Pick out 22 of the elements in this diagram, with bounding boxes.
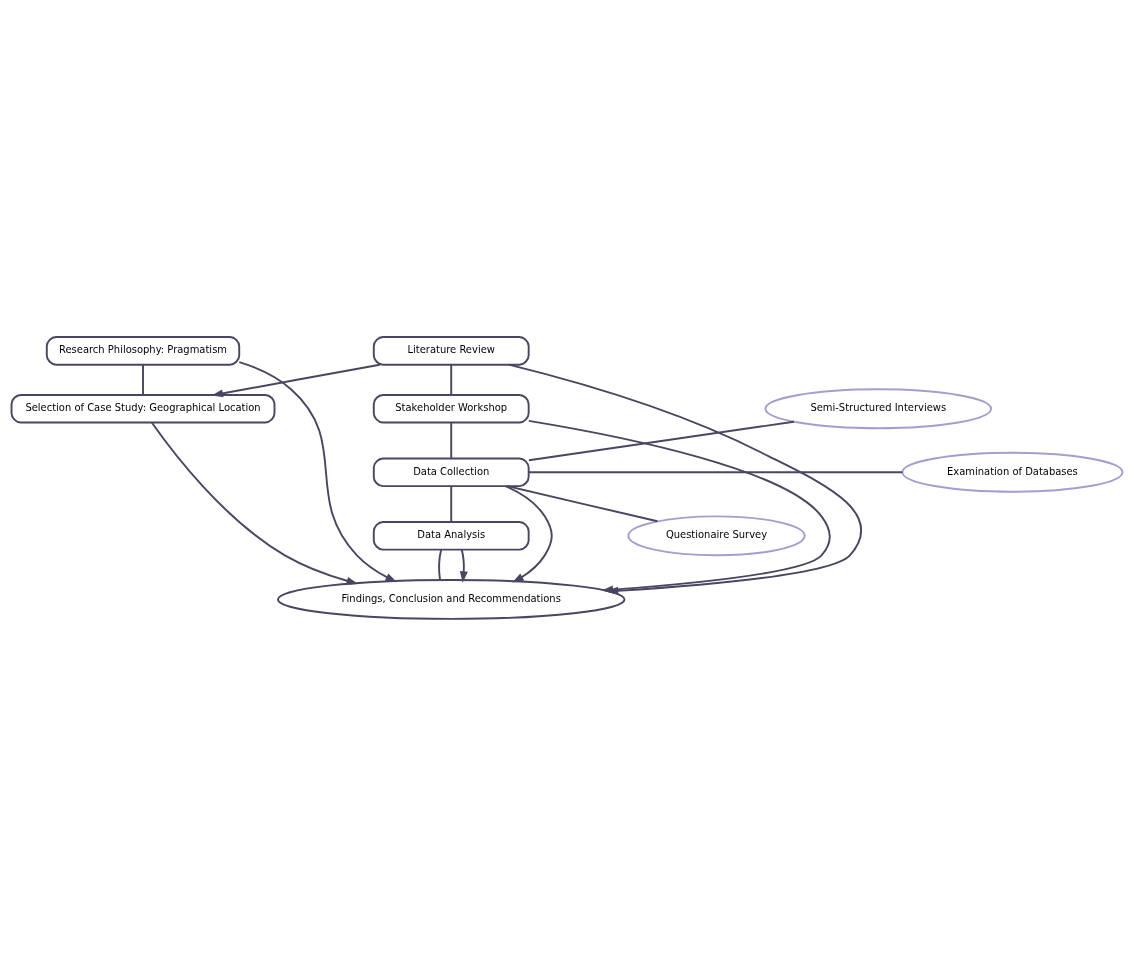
connector <box>450 421 453 460</box>
node-ellipse: Questionaire Survey <box>627 515 806 557</box>
connector <box>142 363 144 396</box>
arrow <box>459 548 468 583</box>
connector <box>527 471 904 474</box>
node-box: Data Analysis <box>372 521 530 551</box>
connector <box>450 363 453 396</box>
node-box: Research Philosophy: Pragmatism <box>45 336 241 366</box>
connector <box>438 548 443 581</box>
node-box: Data Collection <box>372 457 530 488</box>
node-ellipse: Semi-Structured Interviews <box>764 388 993 430</box>
arrow <box>151 421 359 585</box>
connector <box>450 485 453 523</box>
node-box: Selection of Case Study: Geographical Location <box>10 393 276 424</box>
connector <box>528 420 795 462</box>
arrow <box>238 361 397 583</box>
node-ellipse: Examination of Databases <box>901 451 1124 493</box>
connector <box>506 485 659 523</box>
arrow <box>504 485 553 583</box>
arrow <box>211 363 381 398</box>
node-box: Stakeholder Workshop <box>372 393 530 424</box>
node-box: Literature Review <box>372 336 530 366</box>
